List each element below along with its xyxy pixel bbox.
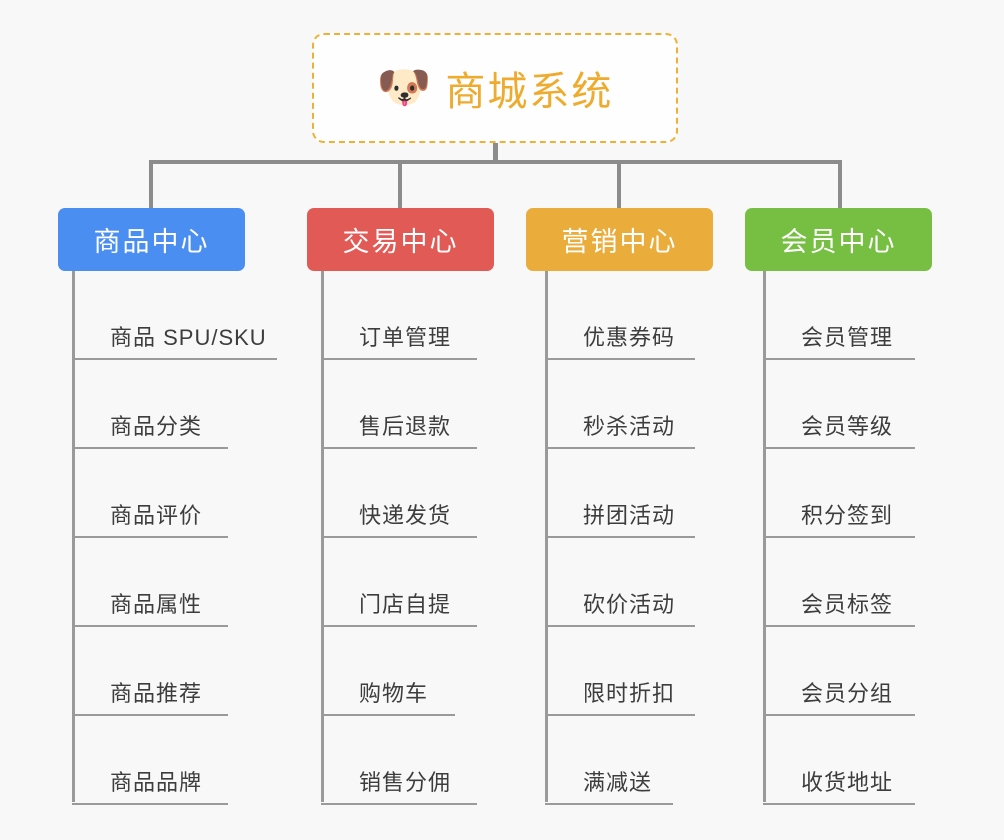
category-box-product-center[interactable]: 商品中心 <box>58 208 245 271</box>
connector-root-stem <box>493 143 498 162</box>
leaf-label: 满减送 <box>583 770 653 795</box>
leaf-label: 售后退款 <box>359 414 452 439</box>
category-box-marketing-center[interactable]: 营销中心 <box>526 208 713 271</box>
leaf-row[interactable]: 商品评价 <box>72 449 228 538</box>
leaf-row[interactable]: 收货地址 <box>763 716 915 805</box>
category-label-product-center: 商品中心 <box>93 227 210 257</box>
leaf-row[interactable]: 秒杀活动 <box>545 360 695 449</box>
category-label-marketing-center: 营销中心 <box>561 227 678 257</box>
leaf-row[interactable]: 商品 SPU/SKU <box>72 271 277 360</box>
root-title: 商城系统 <box>445 70 614 114</box>
connector-horizontal-bus <box>150 160 842 164</box>
leaf-row[interactable]: 购物车 <box>321 627 455 716</box>
leaf-row[interactable]: 订单管理 <box>321 271 477 360</box>
category-label-member-center: 会员中心 <box>780 227 897 257</box>
leaf-label: 门店自提 <box>359 592 452 617</box>
leaf-label: 订单管理 <box>359 325 452 350</box>
connector-drop-member-center <box>838 160 842 210</box>
leaf-row[interactable]: 门店自提 <box>321 538 477 627</box>
leaf-label: 砍价活动 <box>583 592 676 617</box>
leaf-row[interactable]: 积分签到 <box>763 449 915 538</box>
leaf-label: 收货地址 <box>801 770 894 795</box>
leaf-row[interactable]: 商品属性 <box>72 538 228 627</box>
leaf-row[interactable]: 砍价活动 <box>545 538 695 627</box>
leaf-label: 快递发货 <box>359 503 452 528</box>
leaf-label: 积分签到 <box>801 503 894 528</box>
category-box-member-center[interactable]: 会员中心 <box>745 208 932 271</box>
leaf-label: 商品分类 <box>110 414 203 439</box>
leaf-row[interactable]: 会员等级 <box>763 360 915 449</box>
shiba-dog-face-icon: 🐶 <box>376 63 432 112</box>
leaf-label: 优惠券码 <box>583 325 676 350</box>
category-box-trade-center[interactable]: 交易中心 <box>307 208 494 271</box>
leaf-label: 商品 SPU/SKU <box>110 325 267 350</box>
leaf-label: 秒杀活动 <box>583 414 676 439</box>
leaf-row[interactable]: 优惠券码 <box>545 271 695 360</box>
leaf-label: 商品评价 <box>110 503 203 528</box>
leaf-label: 会员等级 <box>801 414 894 439</box>
leaf-label: 会员标签 <box>801 592 894 617</box>
leaf-row[interactable]: 商品推荐 <box>72 627 228 716</box>
leaf-row[interactable]: 会员标签 <box>763 538 915 627</box>
leaf-label: 限时折扣 <box>583 681 676 706</box>
leaf-row[interactable]: 售后退款 <box>321 360 477 449</box>
leaf-row[interactable]: 满减送 <box>545 716 673 805</box>
root-node[interactable]: 🐶 商城系统 <box>312 33 678 143</box>
leaf-row[interactable]: 销售分佣 <box>321 716 477 805</box>
leaf-label: 购物车 <box>359 681 429 706</box>
leaf-label: 会员分组 <box>801 681 894 706</box>
leaf-row[interactable]: 商品品牌 <box>72 716 228 805</box>
connector-drop-product-center <box>149 160 153 210</box>
connector-drop-marketing-center <box>617 160 621 210</box>
leaf-label: 商品推荐 <box>110 681 203 706</box>
leaf-row[interactable]: 商品分类 <box>72 360 228 449</box>
category-label-trade-center: 交易中心 <box>342 227 459 257</box>
leaf-label: 商品品牌 <box>110 770 203 795</box>
leaf-row[interactable]: 快递发货 <box>321 449 477 538</box>
leaf-label: 商品属性 <box>110 592 203 617</box>
leaf-row[interactable]: 限时折扣 <box>545 627 695 716</box>
leaf-label: 销售分佣 <box>359 770 452 795</box>
leaf-row[interactable]: 拼团活动 <box>545 449 695 538</box>
leaf-label: 拼团活动 <box>583 503 676 528</box>
leaf-row[interactable]: 会员分组 <box>763 627 915 716</box>
leaf-label: 会员管理 <box>801 325 894 350</box>
leaf-row[interactable]: 会员管理 <box>763 271 915 360</box>
connector-drop-trade-center <box>398 160 402 210</box>
